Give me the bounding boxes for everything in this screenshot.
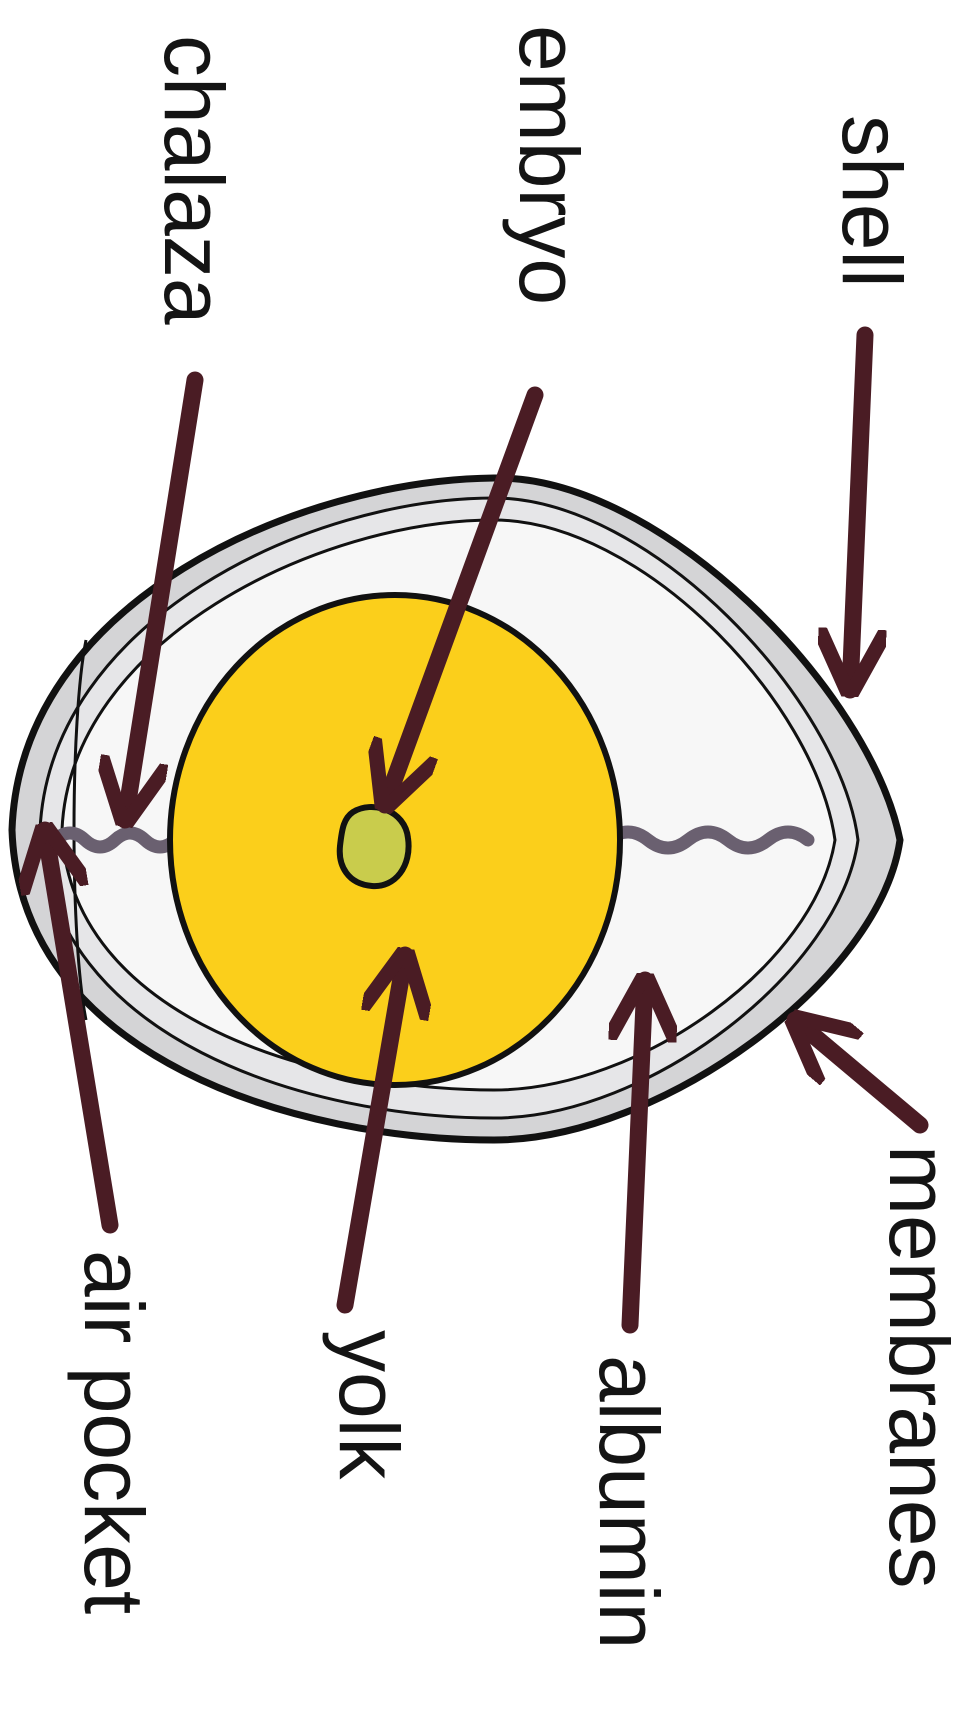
label-yolk: yolk: [322, 1330, 416, 1480]
label-chalaza: chalaza: [147, 35, 241, 325]
label-membranes: membranes: [872, 1145, 966, 1589]
embryo: [340, 807, 409, 886]
label-albumin: albumin: [582, 1355, 676, 1649]
egg: [12, 478, 900, 1140]
label-air-pocket: air pocket: [67, 1250, 161, 1614]
label-shell: shell: [825, 115, 919, 288]
membranes-arrow: [795, 1020, 920, 1125]
label-embryo: embryo: [502, 25, 596, 305]
shell-arrow: [850, 335, 865, 690]
